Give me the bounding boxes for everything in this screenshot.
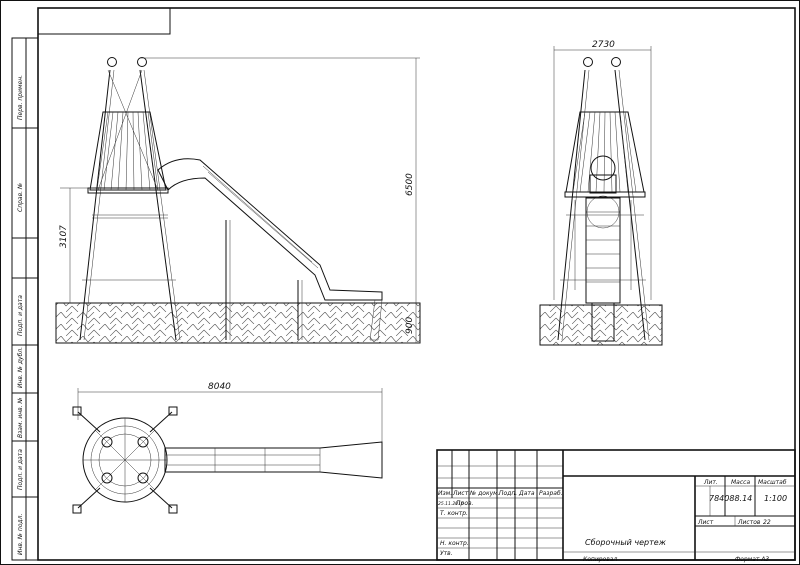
tb-kopiroval: Копировал bbox=[583, 556, 617, 563]
tb-sheets-value: 22 bbox=[763, 519, 771, 526]
margin-inv-dubl: Инв. № дубл. bbox=[17, 347, 24, 388]
dim-front-width: 2730 bbox=[592, 40, 615, 50]
margin-inv-podl: Инв. № подл. bbox=[17, 514, 24, 555]
tb-title: Сборочный чертеж bbox=[585, 538, 667, 547]
tb-lit-label: Лит. bbox=[703, 479, 718, 486]
tb-date-value: 25.11.2016 bbox=[438, 501, 464, 507]
tb-col-list: Лист bbox=[452, 490, 469, 497]
margin-sprav-no: Справ. № bbox=[17, 183, 24, 212]
margin-podp-data-1: Подп. и дата bbox=[17, 295, 24, 336]
tb-col-docnum: № докум. bbox=[469, 490, 500, 497]
tb-utv: Утв. bbox=[440, 550, 453, 557]
front-view: 2730 bbox=[539, 40, 663, 346]
tb-massa-label: Масса bbox=[731, 479, 750, 486]
side-margin: Перв. примен. Справ. № Подп. и дата Инв.… bbox=[11, 37, 39, 561]
tb-scale-value: 1:100 bbox=[764, 494, 787, 503]
plan-slide bbox=[164, 441, 383, 479]
top-left-box bbox=[37, 7, 171, 35]
dim-plan-length: 8040 bbox=[208, 382, 231, 392]
tb-masshtab-label: Масштаб bbox=[758, 479, 787, 486]
tb-sheets-label: Листов bbox=[737, 519, 761, 526]
tb-n-kontr: Н. контр. bbox=[440, 540, 469, 547]
inner-frame bbox=[37, 7, 796, 561]
side-slide bbox=[157, 158, 383, 301]
tb-designation: 784088.14 bbox=[709, 494, 752, 503]
margin-podp-data-2: Подп. и дата bbox=[17, 449, 24, 490]
tb-t-kontr: Т. контр. bbox=[440, 510, 468, 517]
tb-format: Формат А3 bbox=[735, 556, 769, 563]
front-ladder bbox=[585, 197, 621, 304]
tb-sheet-label: Лист bbox=[697, 519, 714, 526]
tb-col-data: Дата bbox=[518, 490, 535, 497]
side-view: 3107 6500 900 bbox=[55, 57, 421, 344]
dim-platform-height: 3107 bbox=[59, 225, 69, 248]
tb-col-podp: Подп. bbox=[499, 490, 517, 497]
tb-prov: Пров. bbox=[456, 500, 474, 507]
side-cage bbox=[89, 111, 167, 191]
margin-vzam-inv: Взам. инв. № bbox=[17, 397, 24, 438]
dim-foundation-depth: 900 bbox=[405, 317, 415, 334]
tb-razrab: Разраб. bbox=[539, 490, 563, 497]
ground-hatch bbox=[55, 302, 421, 344]
plan-view: 8040 bbox=[72, 382, 383, 514]
tb-col-izm: Изм. bbox=[438, 490, 452, 497]
title-block: Изм. Лист № докум. Подп. Дата Разраб. 25… bbox=[436, 449, 796, 563]
dim-height-total: 6500 bbox=[405, 173, 415, 196]
margin-perv-primen: Перв. примен. bbox=[17, 75, 24, 120]
